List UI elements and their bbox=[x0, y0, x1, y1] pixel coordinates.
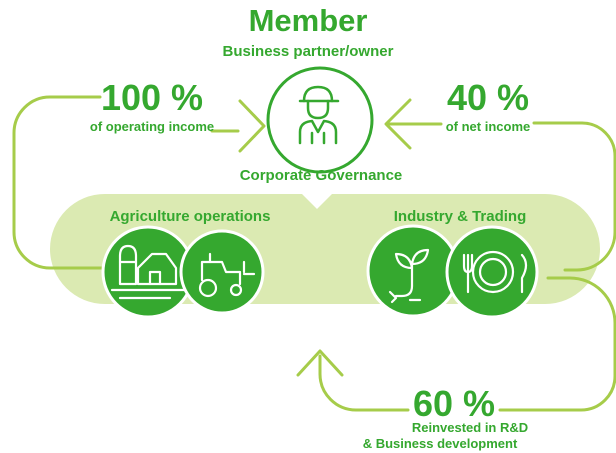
left-percent-label: of operating income bbox=[89, 119, 215, 134]
tractor-circle bbox=[179, 229, 265, 315]
flow-line-bottom bbox=[498, 276, 616, 412]
left-percent: 100 % bbox=[100, 77, 204, 118]
agriculture-label: Agriculture operations bbox=[109, 208, 271, 225]
right-percent-label: of net income bbox=[445, 119, 531, 134]
arrow-head-left bbox=[238, 99, 266, 153]
bottom-percent: 60 % bbox=[412, 383, 496, 424]
plant-energy-icon bbox=[388, 248, 430, 304]
bottom-percent-label-2: & Business development bbox=[362, 436, 518, 451]
industry-label: Industry & Trading bbox=[393, 208, 527, 225]
arrow-head-right bbox=[384, 98, 412, 150]
food-circle bbox=[445, 225, 539, 319]
bottom-percent-label-1: Reinvested in R&D bbox=[411, 420, 529, 435]
flow-line-bottom-left bbox=[318, 354, 410, 412]
member-circle bbox=[266, 66, 374, 174]
farm-buildings-icon bbox=[110, 244, 186, 300]
arrow-head-bottom bbox=[296, 349, 344, 377]
flow-lines bbox=[12, 95, 616, 412]
farmer-icon bbox=[298, 85, 340, 145]
tractor-icon bbox=[198, 252, 256, 298]
member-subtitle: Business partner/owner bbox=[222, 43, 394, 60]
flow-line-right bbox=[532, 121, 616, 272]
right-percent: 40 % bbox=[446, 77, 530, 118]
plate-cutlery-icon bbox=[462, 250, 528, 294]
member-caption: Corporate Governance bbox=[239, 167, 403, 184]
member-title: Member bbox=[248, 3, 368, 38]
flow-line-left bbox=[12, 95, 106, 270]
